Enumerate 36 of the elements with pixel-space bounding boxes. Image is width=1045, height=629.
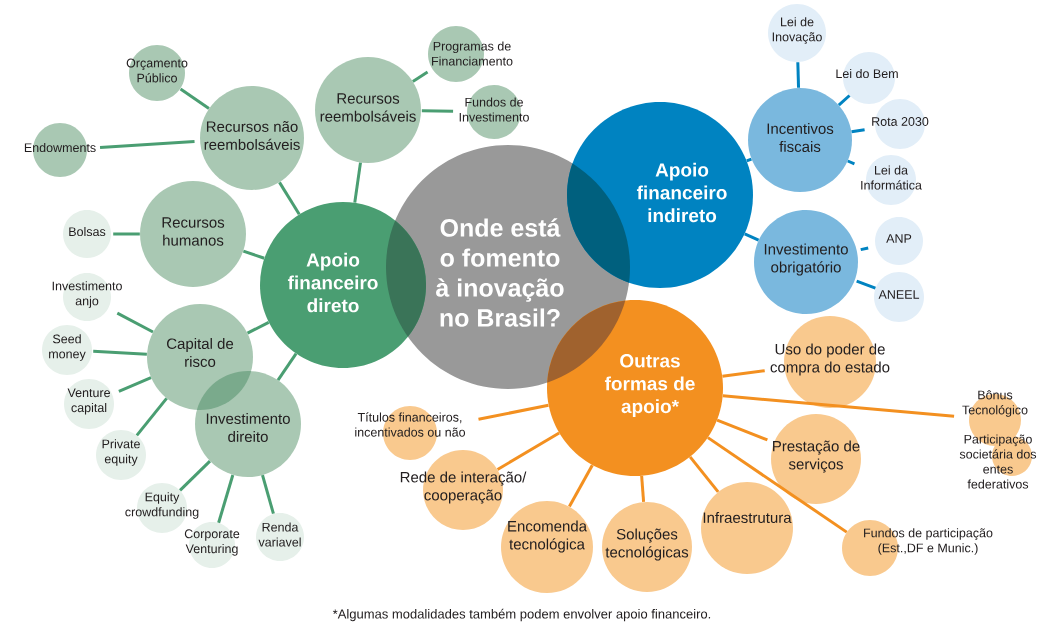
connector-line <box>688 455 720 493</box>
connector-line <box>246 321 270 335</box>
connector-line <box>496 431 560 471</box>
connector-line <box>851 128 865 134</box>
connector-line <box>744 232 760 242</box>
footnote: *Algumas modalidades também podem envolver apoio financeiro. <box>332 608 711 622</box>
connector-line <box>837 94 851 107</box>
connector-line <box>242 249 265 260</box>
connector-line <box>116 311 154 334</box>
connector-line <box>716 418 768 442</box>
connector-line <box>856 279 876 290</box>
connector-line <box>847 159 856 166</box>
connector-line <box>412 70 429 83</box>
connector-line <box>746 157 752 163</box>
connector-line <box>99 140 195 149</box>
connector-line <box>118 376 152 393</box>
connector-line <box>421 109 454 113</box>
connector-line <box>796 62 801 88</box>
connector-line <box>722 369 765 378</box>
connector-line <box>478 403 549 421</box>
node-label: Bônus Tecnológico <box>962 390 1028 417</box>
connector-line <box>179 87 210 110</box>
connector-line <box>278 181 301 216</box>
connector-line <box>353 162 362 203</box>
connector-line <box>722 394 955 418</box>
connector-line <box>568 464 594 508</box>
connector-line <box>113 232 140 236</box>
connector-line <box>179 460 211 492</box>
connector-line <box>640 475 646 503</box>
connector-line <box>135 397 168 437</box>
connector-line <box>860 246 869 252</box>
connector-line <box>217 474 235 524</box>
connector-line <box>93 349 147 356</box>
connector-line <box>276 352 298 381</box>
connector-line <box>261 474 275 515</box>
connector-line <box>707 436 848 534</box>
